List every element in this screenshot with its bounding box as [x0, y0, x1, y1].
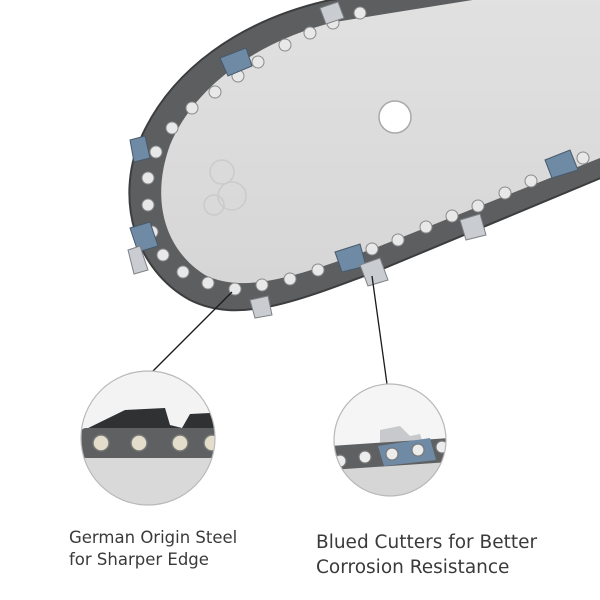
caption-right-line-2: Corrosion Resistance [316, 557, 510, 578]
chain-cutters [127, 1, 579, 319]
caption-german-steel: German Origin Steel for Sharper Edge [69, 527, 237, 571]
detail-circle-left [80, 370, 216, 506]
detail-circle-right [333, 383, 447, 497]
bar-hole [378, 100, 412, 134]
caption-left-line-1: German Origin Steel [69, 528, 238, 547]
caption-right-line-1: Blued Cutters for Better [316, 532, 538, 553]
callout-lines [151, 275, 388, 385]
guide-bar [161, 0, 600, 284]
caption-blued-cutters: Blued Cutters for Better Corrosion Resis… [316, 530, 537, 580]
caption-left-line-2: for Sharper Edge [69, 550, 209, 569]
